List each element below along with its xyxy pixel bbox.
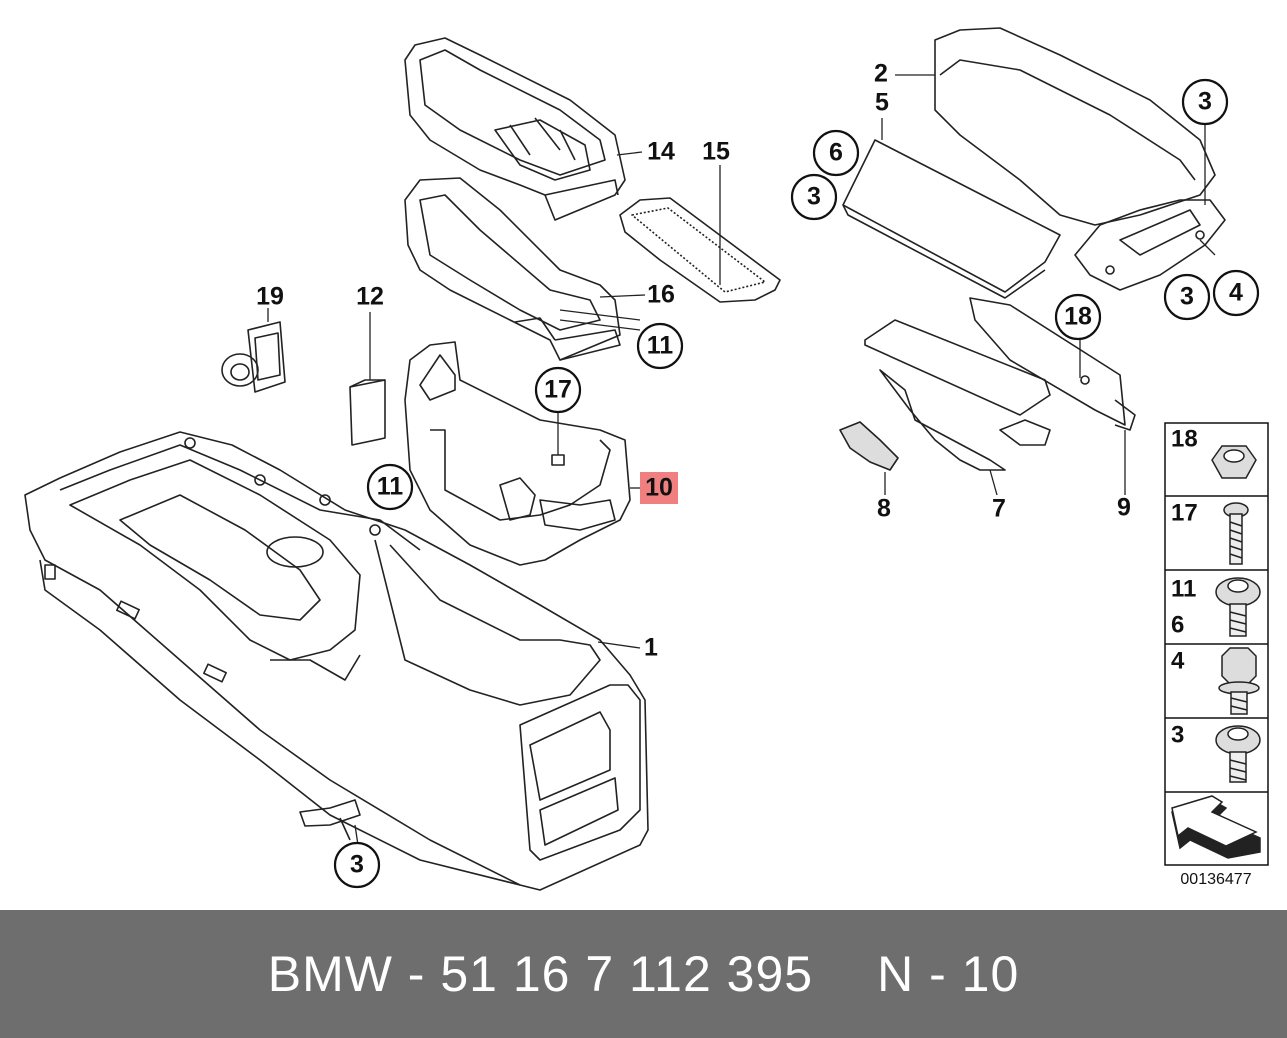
callout-3a: 3 — [1198, 88, 1212, 116]
part-armrest-lid — [404, 37, 626, 221]
callout-11a: 11 — [647, 332, 674, 360]
callout-19: 19 — [256, 283, 284, 311]
part-rubber-mat — [619, 197, 781, 303]
callout-16: 16 — [647, 281, 675, 309]
callout-12: 12 — [356, 283, 384, 311]
legend-label-4: 4 — [1171, 647, 1185, 674]
flange-screw-icon — [1215, 577, 1261, 637]
callout-7: 7 — [992, 495, 1006, 523]
clip-nut-icon — [1211, 445, 1257, 479]
callout-10: 10 — [645, 474, 673, 502]
hex-bolt-icon — [1218, 647, 1260, 715]
legend-label-11: 11 — [1171, 575, 1196, 602]
callout-9: 9 — [1117, 494, 1131, 522]
callout-17: 17 — [544, 376, 572, 404]
screw-icon — [1223, 502, 1249, 565]
part-latch — [839, 421, 899, 471]
callout-3c: 3 — [1180, 283, 1194, 311]
callout-6: 6 — [829, 139, 843, 167]
fastener-legend: 18 17 11 6 4 3 — [1164, 422, 1269, 888]
leader-lines — [267, 74, 1216, 846]
callout-14: 14 — [647, 138, 675, 166]
callout-15: 15 — [702, 138, 730, 166]
callout-4: 4 — [1229, 279, 1243, 307]
part-storage-tray — [404, 341, 631, 566]
part-insert — [349, 379, 386, 446]
legend-label-17: 17 — [1171, 499, 1198, 526]
callout-10-highlight — [640, 472, 678, 504]
part-switch — [221, 321, 286, 393]
part-number: BMW - 51 16 7 112 395 — [267, 946, 814, 1002]
callout-1: 1 — [644, 634, 658, 662]
direction-arrow-icon — [1171, 795, 1261, 859]
legend-label-6: 6 — [1171, 611, 1184, 638]
legend-label-3: 3 — [1171, 721, 1184, 748]
part-hinge — [864, 297, 1136, 471]
part-center-console — [24, 431, 649, 891]
callout-3d: 3 — [350, 851, 364, 879]
callout-18: 18 — [1064, 303, 1092, 331]
parts-diagram: 1 2 3 3 3 3 4 5 6 7 8 9 10 11 11 12 14 1… — [24, 27, 1269, 891]
callout-5: 5 — [875, 89, 889, 117]
footer-bar: BMW - 51 16 7 112 395 N - 10 — [0, 910, 1287, 1038]
callout-3b: 3 — [807, 183, 821, 211]
callout-11b: 11 — [377, 473, 404, 501]
callout-2: 2 — [874, 60, 888, 88]
flange-screw-icon — [1215, 725, 1261, 783]
part-pad — [842, 139, 1061, 299]
callout-8: 8 — [877, 495, 891, 523]
legend-label-18: 18 — [1171, 425, 1198, 452]
callout-circles — [333, 78, 1260, 889]
part-lid-frame — [404, 177, 621, 361]
diagram-number: 00136477 — [1180, 871, 1251, 888]
position-number: N - 10 — [877, 946, 1020, 1002]
part-armrest-cushion — [934, 27, 1226, 291]
